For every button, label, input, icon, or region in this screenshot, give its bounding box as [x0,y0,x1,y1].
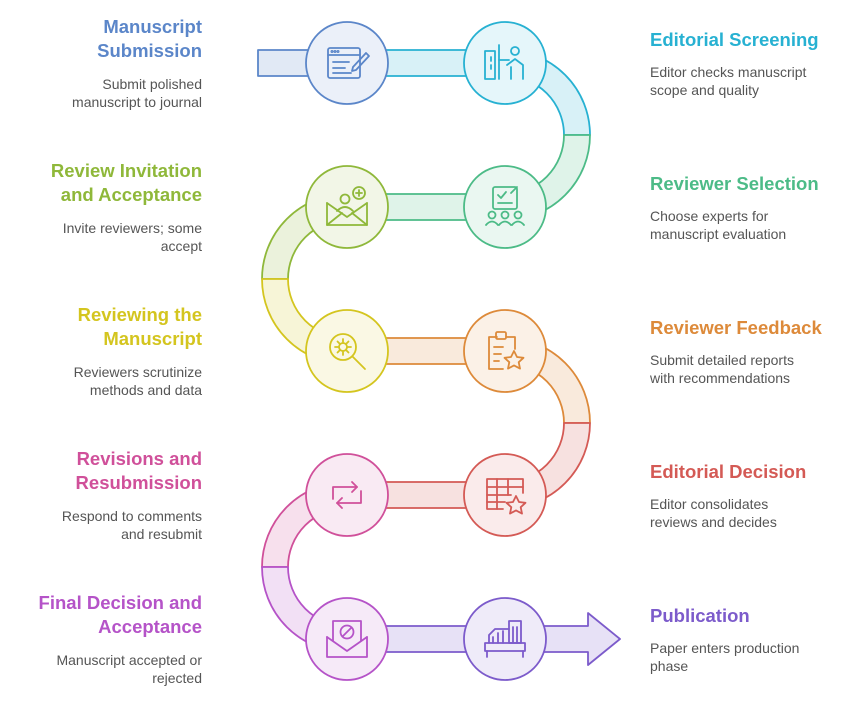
step-title-editorial-decision: Editorial Decision [650,461,807,482]
node-manuscript-submission [305,21,389,105]
node-circle [305,21,389,105]
node-revisions-resubmission [305,453,389,537]
node-reviewer-selection [463,165,547,249]
form-pencil-icon [327,47,370,79]
checklist-team-icon [485,186,525,226]
node-final-decision [305,597,389,681]
connector-band [379,49,473,77]
connector-band [379,193,473,221]
publication-arrow [539,612,621,666]
clipboard-star-icon [488,331,525,370]
node-reviewer-feedback [463,309,547,393]
node-editorial-decision [463,453,547,537]
node-circle [463,597,547,681]
node-circle [463,165,547,249]
node-publication [463,597,547,681]
step-nodes [305,21,547,681]
node-circle [463,21,547,105]
connector-band [379,481,473,509]
node-review-invitation [305,165,389,249]
connector-band [379,625,473,653]
step-title-editorial-screening: Editorial Screening [650,29,819,50]
node-circle [463,309,547,393]
magnifier-gear-icon [329,333,366,370]
invitation-envelope-icon [326,186,368,226]
node-circle [305,453,389,537]
connector-band [379,337,473,365]
step-title-publication: Publication [650,605,750,626]
node-reviewing-manuscript [305,309,389,393]
step-title-reviewer-selection: Reviewer Selection [650,173,819,194]
step-title-reviewer-feedback: Reviewer Feedback [650,317,822,338]
table-star-icon [486,478,527,515]
sealed-letter-icon [326,620,368,658]
node-editorial-screening [463,21,547,105]
repeat-arrows-icon [332,481,362,509]
presenter-board-icon [484,44,524,80]
printing-press-icon [484,620,526,658]
